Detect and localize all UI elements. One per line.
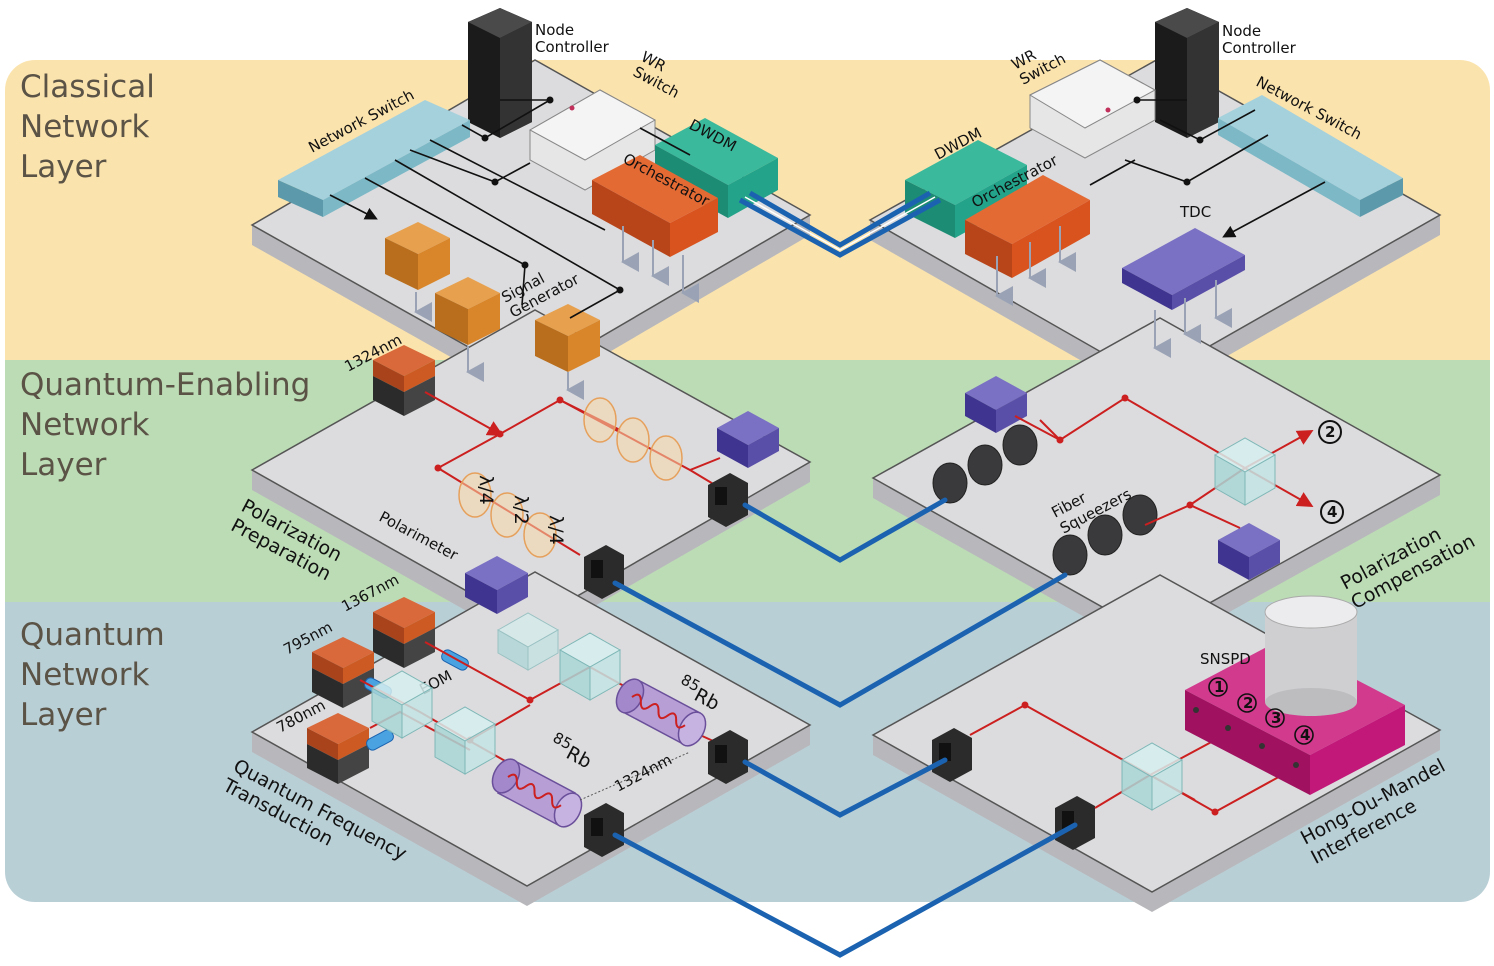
beamsplitter-hom — [1120, 742, 1184, 811]
fiber-squeezers-upper — [932, 424, 1038, 504]
svg-text:1: 1 — [1214, 678, 1224, 696]
laser-1367nm — [373, 597, 435, 668]
half-wave-label: λ/2 — [510, 495, 532, 525]
eom-3 — [366, 729, 394, 751]
rb-cell-lower — [491, 758, 583, 828]
rb-cell-upper — [615, 678, 707, 747]
beamsplitter-q3 — [558, 632, 622, 701]
output-port-2: 2 — [1318, 420, 1342, 444]
svg-text:4: 4 — [1327, 503, 1337, 521]
polarimeter — [465, 556, 528, 614]
network-switch-left — [278, 100, 470, 217]
beamsplitter-q4 — [496, 612, 560, 671]
snspd — [1185, 595, 1405, 795]
photodetector-enabling-right-bottom — [1218, 523, 1280, 580]
node-controller-right — [1155, 8, 1219, 138]
dwdm-fiber-top — [738, 190, 942, 258]
waveplates-lower — [458, 472, 557, 558]
fiber-squeezers-lower — [1052, 494, 1158, 576]
photodetector-enabling-left — [717, 411, 779, 468]
svg-text:2: 2 — [1325, 423, 1335, 441]
photodetector-enabling-right-top — [965, 376, 1027, 433]
svg-text:2: 2 — [1243, 694, 1253, 712]
fiber-coupler-2 — [584, 545, 624, 599]
fiber-links — [612, 497, 1078, 958]
tdc — [1122, 228, 1245, 310]
beamsplitter-q2 — [433, 706, 497, 775]
signal-generator-1 — [385, 222, 450, 290]
downlinks-left — [414, 226, 699, 400]
snspd-label: SNSPD — [1200, 650, 1251, 668]
orchestrator-right — [965, 175, 1090, 278]
quarter-wave-label-1: λ/4 — [475, 475, 497, 505]
waveplates-upper — [583, 397, 683, 481]
laser-795nm — [312, 637, 374, 708]
quarter-wave-label-2: λ/4 — [545, 515, 567, 545]
polarizing-beamsplitter-enabling-right — [1213, 437, 1277, 506]
beamsplitter-q1 — [370, 670, 434, 739]
output-port-4: 4 — [1320, 500, 1344, 524]
snspd-channels: 1 2 3 4 — [1208, 677, 1314, 745]
laser-1324nm — [373, 345, 435, 416]
fiber-coupler-4 — [584, 803, 624, 857]
svg-text:3: 3 — [1271, 709, 1281, 727]
svg-text:4: 4 — [1300, 726, 1310, 744]
tdc-label: TDC — [1179, 203, 1211, 221]
downlinks-right — [995, 226, 1232, 358]
laser-780nm — [307, 713, 369, 784]
fiber-coupler-3 — [708, 730, 748, 784]
wr-switch-right — [1028, 59, 1157, 159]
node-controller-left — [468, 8, 532, 138]
signal-generator-3 — [535, 304, 600, 372]
orchestrator-left — [592, 155, 718, 257]
fiber-coupler-1 — [708, 473, 748, 527]
signal-generator-2 — [435, 277, 500, 345]
fiber-coupler-5 — [932, 728, 972, 782]
